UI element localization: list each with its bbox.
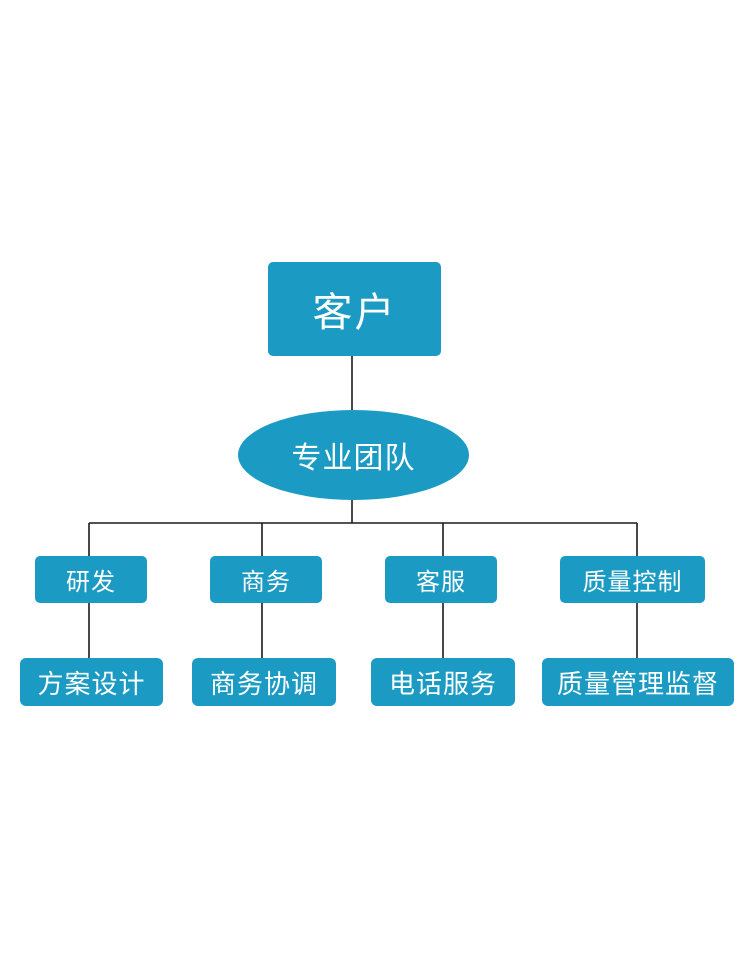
dept-business-node: 商务 (210, 556, 322, 603)
sub-quality-supervision-label: 质量管理监督 (556, 669, 719, 700)
dept-rnd-label: 研发 (66, 568, 116, 596)
professional-team-label: 专业团队 (291, 441, 416, 476)
sub-business-coordination-label: 商务协调 (209, 669, 318, 700)
customer-label: 客户 (312, 290, 397, 336)
sub-quality-supervision-node: 质量管理监督 (542, 658, 734, 706)
dept-customer-service-node: 客服 (385, 556, 497, 603)
sub-solution-design-label: 方案设计 (37, 669, 146, 700)
sub-business-coordination-node: 商务协调 (192, 658, 336, 706)
dept-quality-control-label: 质量控制 (582, 568, 683, 596)
dept-business-label: 商务 (241, 568, 291, 596)
dept-quality-control-node: 质量控制 (560, 556, 705, 603)
dept-customer-service-label: 客服 (416, 568, 466, 596)
customer-node: 客户 (268, 262, 441, 356)
dept-rnd-node: 研发 (35, 556, 147, 603)
sub-phone-service-label: 电话服务 (388, 669, 497, 700)
professional-team-node: 专业团队 (238, 410, 469, 500)
sub-phone-service-node: 电话服务 (371, 658, 515, 706)
sub-solution-design-node: 方案设计 (20, 658, 163, 706)
